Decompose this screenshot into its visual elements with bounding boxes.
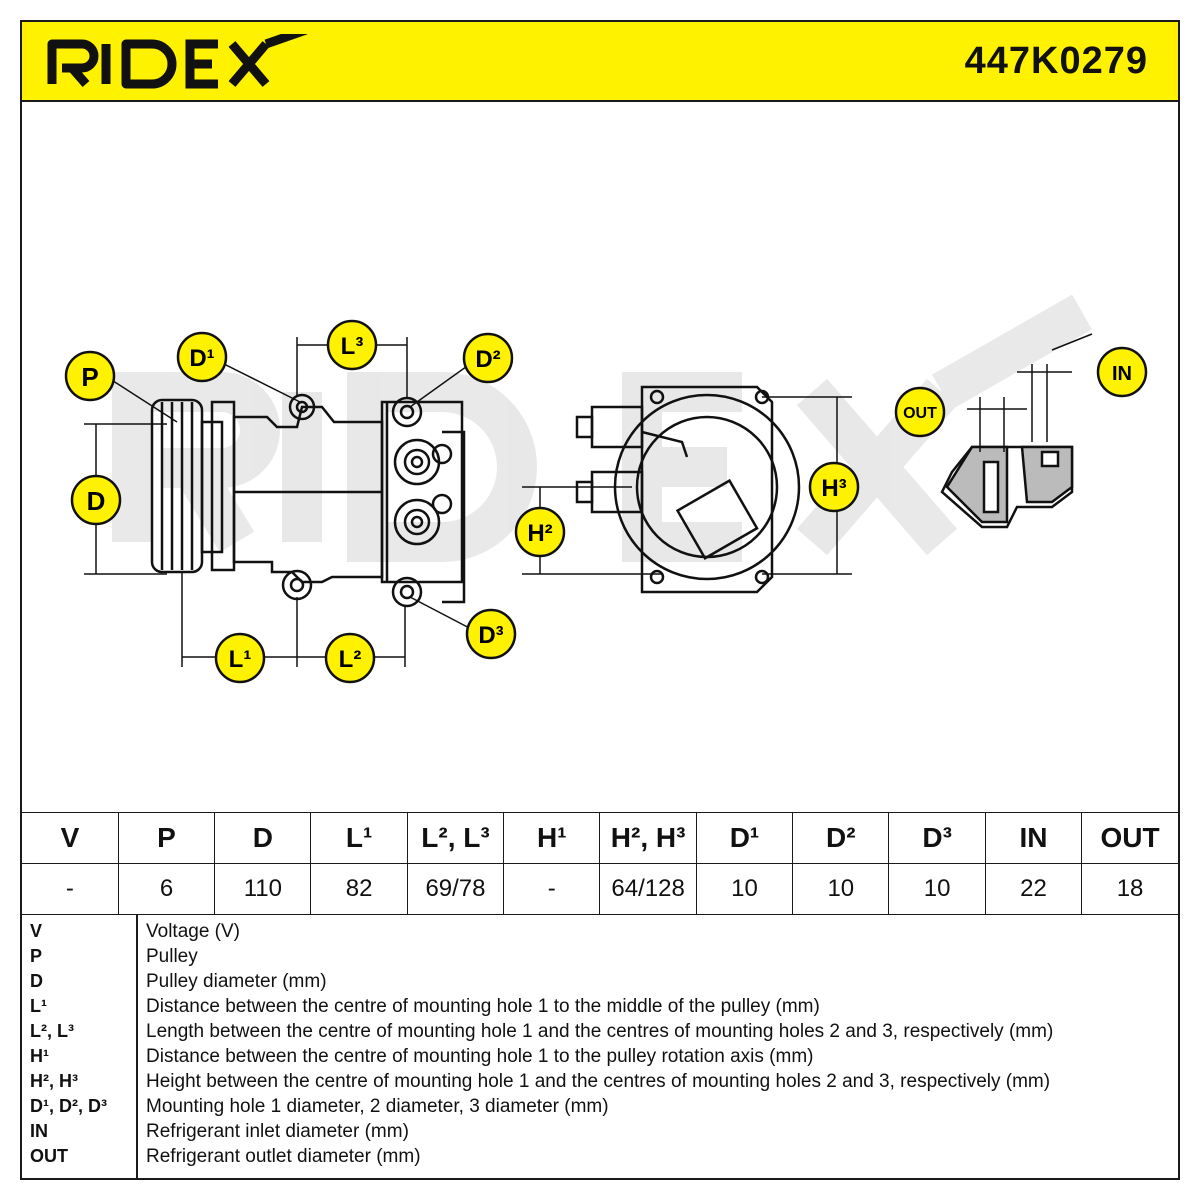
legend-key: H², H³ <box>30 1071 78 1091</box>
svg-text:P: P <box>81 362 98 392</box>
label-h2: H² <box>514 506 566 558</box>
spec-value-cell: 10 <box>695 863 794 915</box>
legend-desc: Height between the centre of mounting ho… <box>146 1071 1051 1092</box>
legend-desc: Length between the centre of mounting ho… <box>146 1021 1054 1042</box>
spec-value-cell: 18 <box>1081 863 1178 915</box>
spec-header-cell: D <box>214 812 312 864</box>
legend-row-l2-l3: L², L³ Length between the centre of moun… <box>22 1019 1178 1044</box>
legend-divider <box>136 915 138 1178</box>
legend-desc: Pulley <box>146 946 198 967</box>
ridex-logo-mark <box>47 25 308 89</box>
spec-header-cell: D¹ <box>695 812 794 864</box>
spec-value-cell: 10 <box>888 863 986 915</box>
compressor-diagram: P D D¹ L³ D² D³ <box>64 294 1148 684</box>
legend-row-v: V Voltage (V) <box>22 919 1178 944</box>
dimension-lines-ports <box>967 333 1093 452</box>
spec-table: V P D L¹ L², L³ H¹ H², H³ D¹ D² D³ IN OU… <box>22 812 1178 915</box>
legend-key: L², L³ <box>30 1021 74 1041</box>
legend-key: H¹ <box>30 1046 49 1066</box>
spec-header-cell: OUT <box>1081 812 1178 864</box>
legend-desc: Distance between the centre of mounting … <box>146 996 820 1017</box>
spec-header-cell: H¹ <box>503 812 601 864</box>
spec-header-cell: IN <box>984 812 1083 864</box>
legend-desc: Mounting hole 1 diameter, 2 diameter, 3 … <box>146 1096 609 1117</box>
svg-text:OUT: OUT <box>903 405 937 422</box>
spec-value-cell: - <box>503 863 601 915</box>
svg-text:H³: H³ <box>821 475 846 502</box>
part-number: 447K0279 <box>964 40 1148 82</box>
svg-text:L²: L² <box>339 646 362 673</box>
svg-text:H²: H² <box>527 520 552 547</box>
svg-text:D²: D² <box>475 346 500 373</box>
spec-header-row: V P D L¹ L², L³ H¹ H², H³ D¹ D² D³ IN OU… <box>22 812 1178 864</box>
spec-header-cell: L¹ <box>310 812 408 864</box>
legend-row-out: OUT Refrigerant outlet diameter (mm) <box>22 1144 1178 1169</box>
spec-header-cell: D³ <box>888 812 986 864</box>
legend-desc: Refrigerant outlet diameter (mm) <box>146 1146 421 1167</box>
svg-text:D: D <box>87 486 106 516</box>
spec-value-cell: 110 <box>214 863 312 915</box>
legend-key: P <box>30 946 43 966</box>
label-in: IN <box>1096 346 1148 398</box>
legend-row-h1: H¹ Distance between the centre of mounti… <box>22 1044 1178 1069</box>
spec-header-cell: L², L³ <box>406 812 505 864</box>
spec-value-row: - 6 110 82 69/78 - 64/128 10 10 10 22 18 <box>22 863 1178 915</box>
legend-row-in: IN Refrigerant inlet diameter (mm) <box>22 1119 1178 1144</box>
legend-key: L¹ <box>30 996 47 1016</box>
legend-row-p: P Pulley <box>22 944 1178 969</box>
svg-text:L¹: L¹ <box>229 646 252 673</box>
label-l3: L³ <box>326 319 378 371</box>
spec-value-cell: 10 <box>792 863 890 915</box>
technical-drawing: P D D¹ L³ D² D³ <box>22 102 1178 812</box>
legend-row-d1-d2-d3: D¹, D², D³ Mounting hole 1 diameter, 2 d… <box>22 1094 1178 1119</box>
spec-value-cell: 82 <box>310 863 408 915</box>
spec-value-cell: 69/78 <box>406 863 505 915</box>
legend-key: IN <box>30 1121 48 1141</box>
legend: V Voltage (V) P Pulley D Pulley diameter… <box>22 915 1178 1178</box>
spec-header-cell: D² <box>792 812 890 864</box>
svg-text:IN: IN <box>1112 363 1132 385</box>
spec-value-cell: 6 <box>117 863 216 915</box>
spec-header-cell: H², H³ <box>599 812 697 864</box>
port-section-view <box>940 445 1074 529</box>
svg-text:L³: L³ <box>341 333 364 360</box>
svg-text:D¹: D¹ <box>189 345 214 372</box>
spec-value-cell: - <box>22 863 119 915</box>
legend-key: V <box>30 921 43 941</box>
legend-row-d: D Pulley diameter (mm) <box>22 969 1178 994</box>
legend-row-h2-h3: H², H³ Height between the centre of moun… <box>22 1069 1178 1094</box>
legend-desc: Voltage (V) <box>146 921 240 942</box>
header-bar: 447K0279 <box>22 22 1178 102</box>
label-d3: D³ <box>465 608 517 660</box>
compressor-rear-view <box>575 385 801 594</box>
legend-desc: Pulley diameter (mm) <box>146 971 327 992</box>
legend-key: D¹, D², D³ <box>30 1096 107 1116</box>
legend-key: D <box>30 971 43 991</box>
label-l2: L² <box>324 632 376 684</box>
spec-value-cell: 22 <box>984 863 1083 915</box>
label-d1: D¹ <box>176 331 228 383</box>
spec-value-cell: 64/128 <box>599 863 697 915</box>
spec-header-cell: V <box>22 812 119 864</box>
legend-key: OUT <box>30 1146 68 1166</box>
label-l1: L¹ <box>214 632 266 684</box>
svg-text:D³: D³ <box>478 622 503 649</box>
legend-desc: Distance between the centre of mounting … <box>146 1046 814 1067</box>
legend-desc: Refrigerant inlet diameter (mm) <box>146 1121 409 1142</box>
label-p: P <box>64 350 116 402</box>
label-out: OUT <box>894 386 946 438</box>
label-h3: H³ <box>808 461 860 513</box>
ridex-logo <box>44 25 314 95</box>
spec-header-cell: P <box>117 812 216 864</box>
label-d: D <box>70 474 122 526</box>
product-sheet: 447K0279 <box>20 20 1180 1180</box>
label-d2: D² <box>462 332 514 384</box>
legend-row-l1: L¹ Distance between the centre of mounti… <box>22 994 1178 1019</box>
